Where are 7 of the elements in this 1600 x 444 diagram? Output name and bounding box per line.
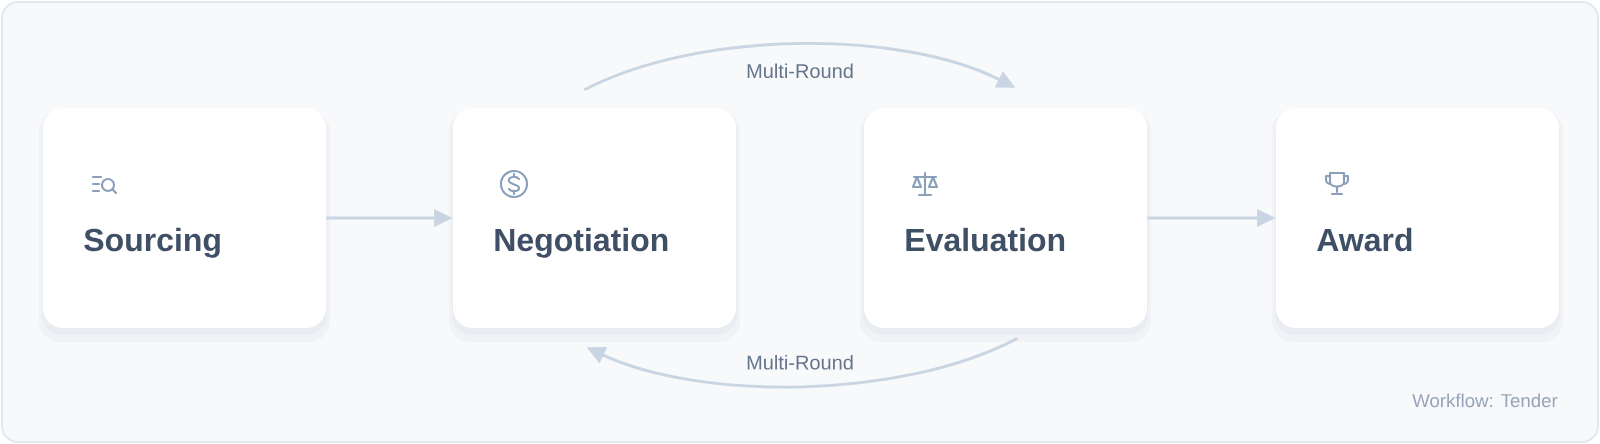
process-box: Award xyxy=(1272,108,1563,342)
edge-label: Multi-Round xyxy=(743,60,857,81)
process-box: Sourcing xyxy=(39,108,330,342)
process-box: Negotiation xyxy=(449,108,740,342)
workflow-label: Workflow: Tender xyxy=(1412,393,1558,408)
process-box: Evaluation xyxy=(860,108,1151,342)
edge-label: Multi-Round xyxy=(743,352,857,373)
